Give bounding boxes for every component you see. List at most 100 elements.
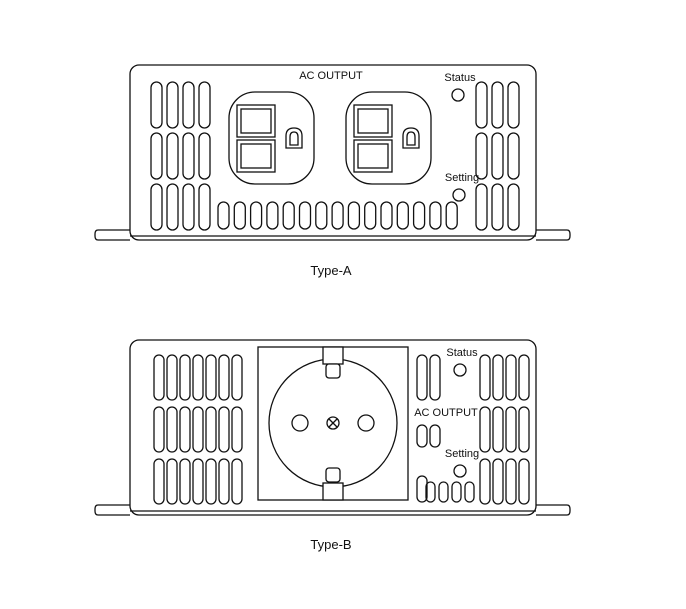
vent-slot — [464, 481, 475, 503]
vent-slot — [266, 201, 279, 230]
vent-slot — [451, 481, 462, 503]
vent-slot — [249, 201, 263, 230]
vent-slot — [492, 406, 504, 453]
vent-slot — [166, 406, 178, 453]
type-b-vent-slots — [153, 354, 530, 505]
vent-slot — [179, 458, 191, 505]
vent-slot — [166, 132, 179, 180]
vent-slot — [218, 354, 230, 401]
vent-slot — [331, 201, 344, 230]
type-b-setting-button — [453, 464, 467, 478]
vent-slot — [198, 81, 211, 129]
vent-slot — [153, 458, 165, 505]
vent-slot — [192, 354, 204, 401]
vent-slot — [182, 132, 195, 180]
vent-slot — [198, 132, 211, 180]
vent-slot — [233, 201, 246, 230]
type-b-left-flange — [94, 504, 130, 516]
type-b-setting-label: Setting — [445, 448, 479, 460]
type-b-caption: Type-B — [310, 537, 351, 552]
vent-slot — [507, 183, 520, 231]
vent-slot — [396, 201, 409, 230]
type-b-status-label: Status — [446, 347, 478, 359]
vent-slot — [205, 458, 217, 505]
type-a-caption: Type-A — [310, 263, 352, 278]
vent-slot — [479, 458, 491, 505]
type-a-status-label: Status — [444, 72, 476, 84]
type-a-setting-button — [452, 188, 466, 202]
vent-slot — [364, 201, 377, 230]
vent-slot — [505, 354, 517, 401]
vent-slot — [166, 458, 178, 505]
vent-slot — [179, 406, 191, 453]
vent-slot — [282, 201, 295, 230]
type-b-outlet — [257, 346, 409, 501]
vent-slot — [518, 458, 530, 505]
vent-slot — [315, 201, 328, 230]
vent-slot — [217, 201, 230, 230]
vent-slot — [438, 481, 449, 503]
type-a-status-led — [451, 88, 465, 102]
type-b-ac-output-label: AC OUTPUT — [414, 407, 478, 419]
vent-slot — [150, 132, 163, 180]
type-a-ac-output-label: AC OUTPUT — [299, 70, 363, 82]
vent-slot — [231, 458, 243, 505]
vent-slot — [179, 354, 191, 401]
vent-slot — [429, 354, 441, 401]
vent-slot — [153, 354, 165, 401]
type-a-left-flange — [94, 229, 130, 241]
type-a-setting-label: Setting — [445, 172, 479, 184]
vent-slot — [166, 81, 179, 129]
type-b-right-flange — [536, 504, 571, 516]
vent-slot — [491, 132, 504, 180]
vent-slot — [518, 354, 530, 401]
vent-slot — [231, 354, 243, 401]
vent-slot — [445, 201, 458, 230]
vent-slot — [182, 81, 195, 129]
type-a-right-flange — [536, 229, 571, 241]
vent-slot — [475, 183, 488, 231]
vent-slot — [153, 406, 165, 453]
vent-slot — [416, 354, 428, 401]
vent-slot — [380, 201, 393, 230]
vent-slot — [416, 475, 428, 503]
vent-slot — [518, 406, 530, 453]
type-b-status-led — [453, 363, 467, 377]
vent-slot — [218, 458, 230, 505]
vent-slot — [491, 183, 504, 231]
vent-slot — [505, 458, 517, 505]
vent-slot — [182, 183, 195, 231]
vent-slot — [298, 201, 312, 230]
type-a-outlet-1 — [228, 91, 315, 185]
vent-slot — [479, 354, 491, 401]
vent-slot — [425, 481, 436, 503]
type-a-housing — [129, 64, 537, 241]
vent-slot — [429, 424, 441, 448]
vent-slot — [416, 424, 428, 448]
vent-slot — [492, 354, 504, 401]
vent-slot — [150, 81, 163, 129]
vent-slot — [192, 406, 204, 453]
vent-slot — [347, 201, 361, 230]
vent-slot — [205, 406, 217, 453]
vent-slot — [192, 458, 204, 505]
vent-slot — [507, 132, 520, 180]
vent-slot — [205, 354, 217, 401]
vent-slot — [166, 354, 178, 401]
vent-slot — [507, 81, 520, 129]
vent-slot — [218, 406, 230, 453]
type-a-outlet-2 — [345, 91, 432, 185]
type-b-unit: Status AC OUTPUT Setting Type-B — [94, 339, 571, 552]
vent-slot — [475, 132, 488, 180]
vent-slot — [492, 458, 504, 505]
vent-slot — [166, 183, 179, 231]
type-a-unit: AC OUTPUT Status Setting Type-A — [94, 64, 571, 278]
vent-slot — [479, 406, 491, 453]
vent-slot — [475, 81, 488, 129]
vent-slot — [150, 183, 163, 231]
vent-slot — [429, 201, 442, 230]
vent-slot — [198, 183, 211, 231]
vent-slot — [412, 201, 426, 230]
